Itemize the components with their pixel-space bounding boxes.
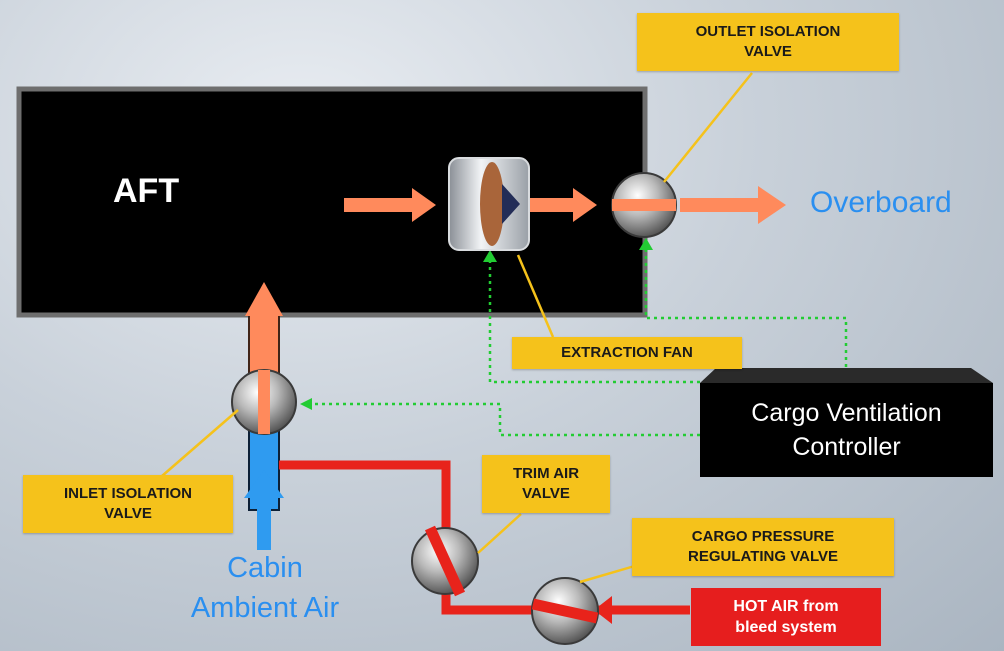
cargo-ventilation-controller: Cargo Ventilation Controller xyxy=(700,383,993,477)
outlet-isolation-valve xyxy=(611,172,677,238)
callout-trim-air-valve: TRIM AIR VALVE xyxy=(482,455,610,513)
compartment-label: AFT xyxy=(113,172,180,210)
hot-air-source-label: HOT AIR from bleed system xyxy=(733,598,839,636)
callout-cargo-pressure-regulating-valve: CARGO PRESSURE REGULATING VALVE xyxy=(632,518,894,576)
callout-outlet-isolation-valve-text: OUTLET ISOLATION VALVE xyxy=(695,23,841,60)
signal-line-outlet-valve xyxy=(644,250,848,367)
hot-air-arrowhead xyxy=(594,596,612,624)
inlet-arrow-up xyxy=(245,282,283,316)
callout-extraction-fan-text: EXTRACTION FAN xyxy=(561,344,693,361)
callout-trim-air-valve-text: TRIM AIR VALVE xyxy=(512,465,580,502)
controller-box xyxy=(700,368,993,477)
callout-leader-lines xyxy=(161,72,753,584)
signal-arrowhead-fan xyxy=(483,250,497,262)
cabin-air-arrow-shaft xyxy=(257,496,271,550)
callout-cargo-pressure-regulating-valve-text: CARGO PRESSURE REGULATING VALVE xyxy=(688,528,838,565)
callout-inlet-isolation-valve: INLET ISOLATION VALVE xyxy=(23,475,233,533)
cargo-pressure-regulating-valve xyxy=(531,577,599,645)
cabin-ambient-air-label: Cabin Ambient Air xyxy=(190,552,340,624)
callout-inlet-isolation-valve-text: INLET ISOLATION VALVE xyxy=(63,485,193,522)
overboard-label: Overboard xyxy=(810,186,952,219)
signal-arrowhead-outlet xyxy=(639,238,653,250)
signal-arrowhead-inlet xyxy=(300,398,312,410)
callout-outlet-isolation-valve: OUTLET ISOLATION VALVE xyxy=(637,13,899,71)
airflow-arrows xyxy=(344,186,786,224)
cabin-air-arrow-head xyxy=(244,470,284,498)
extraction-fan xyxy=(448,157,530,251)
controller-label: Cargo Ventilation Controller xyxy=(751,399,942,461)
callout-extraction-fan: EXTRACTION FAN xyxy=(512,337,742,369)
control-signal-lines xyxy=(312,250,848,437)
signal-line-extraction-fan xyxy=(488,262,714,384)
hot-air-source-box: HOT AIR from bleed system xyxy=(691,588,881,646)
trim-air-valve xyxy=(411,525,479,597)
signal-line-inlet-valve xyxy=(312,402,700,437)
inlet-isolation-valve xyxy=(231,369,297,435)
